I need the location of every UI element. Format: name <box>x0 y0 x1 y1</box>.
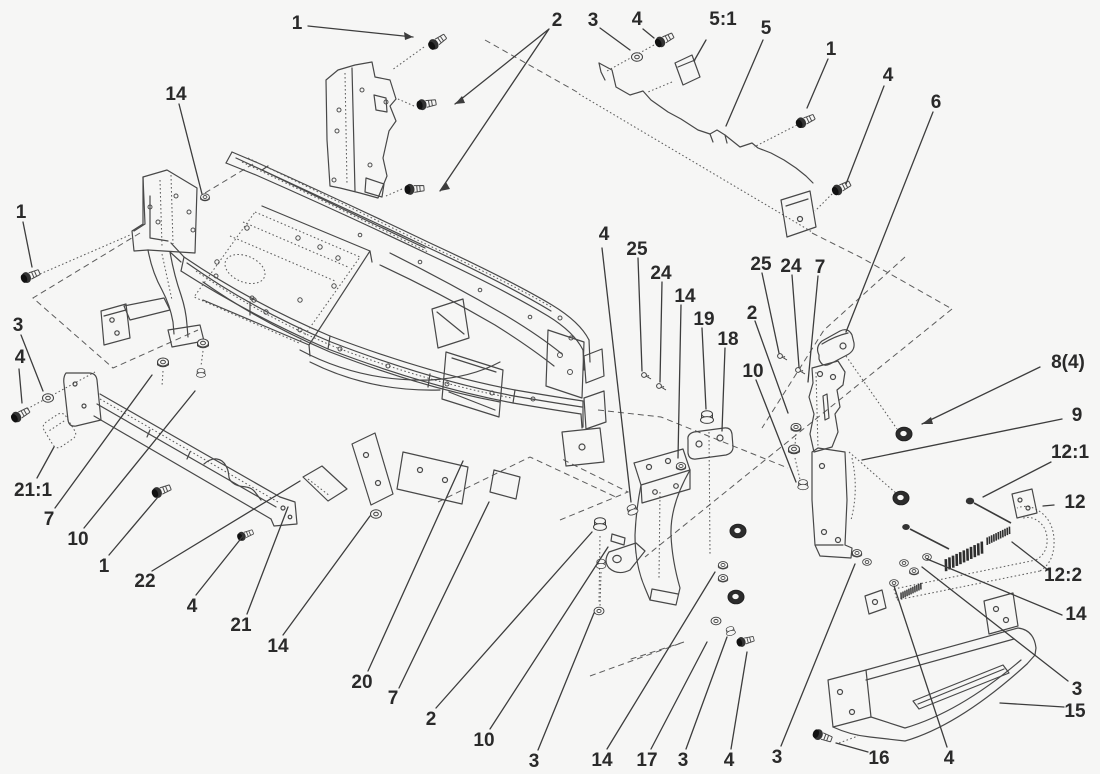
svg-text:17: 17 <box>636 750 657 771</box>
svg-text:12: 12 <box>1064 492 1085 513</box>
svg-text:3: 3 <box>529 751 540 772</box>
svg-text:12:2: 12:2 <box>1044 565 1082 586</box>
svg-text:4: 4 <box>632 9 643 30</box>
svg-text:10: 10 <box>67 529 88 550</box>
svg-text:5: 5 <box>761 18 772 39</box>
svg-text:4: 4 <box>944 748 955 769</box>
svg-text:3: 3 <box>588 10 599 31</box>
svg-text:4: 4 <box>724 750 735 771</box>
svg-text:1: 1 <box>16 202 27 223</box>
svg-text:18: 18 <box>717 329 738 350</box>
svg-text:2: 2 <box>426 709 437 730</box>
svg-text:4: 4 <box>187 596 198 617</box>
svg-text:14: 14 <box>267 636 289 657</box>
svg-text:25: 25 <box>750 254 772 275</box>
svg-text:19: 19 <box>693 309 714 330</box>
svg-text:21: 21 <box>230 615 252 636</box>
svg-text:2: 2 <box>552 10 563 31</box>
svg-text:14: 14 <box>165 84 187 105</box>
svg-text:10: 10 <box>473 730 494 751</box>
svg-text:8(4): 8(4) <box>1051 352 1085 373</box>
svg-text:3: 3 <box>772 747 783 768</box>
svg-text:7: 7 <box>44 509 55 530</box>
svg-text:7: 7 <box>388 688 399 709</box>
svg-text:6: 6 <box>931 92 942 113</box>
svg-text:2: 2 <box>747 303 758 324</box>
svg-text:24: 24 <box>780 256 802 277</box>
svg-text:1: 1 <box>292 13 303 34</box>
svg-text:9: 9 <box>1072 405 1083 426</box>
svg-text:10: 10 <box>742 361 763 382</box>
svg-text:1: 1 <box>99 556 110 577</box>
svg-text:14: 14 <box>591 750 613 771</box>
svg-text:16: 16 <box>868 748 889 769</box>
svg-text:14: 14 <box>1065 604 1087 625</box>
svg-text:25: 25 <box>626 239 648 260</box>
svg-text:12:1: 12:1 <box>1051 442 1089 463</box>
svg-text:15: 15 <box>1064 701 1086 722</box>
svg-text:22: 22 <box>134 571 155 592</box>
svg-text:5:1: 5:1 <box>709 9 737 30</box>
svg-text:3: 3 <box>678 750 689 771</box>
svg-text:20: 20 <box>351 672 372 693</box>
svg-text:3: 3 <box>1072 679 1083 700</box>
svg-text:4: 4 <box>599 224 610 245</box>
svg-text:1: 1 <box>826 39 837 60</box>
svg-text:24: 24 <box>650 263 672 284</box>
svg-text:14: 14 <box>674 286 696 307</box>
svg-text:4: 4 <box>883 65 894 86</box>
svg-text:3: 3 <box>13 315 24 336</box>
svg-text:7: 7 <box>815 257 826 278</box>
svg-text:4: 4 <box>15 347 26 368</box>
svg-text:21:1: 21:1 <box>14 480 52 501</box>
